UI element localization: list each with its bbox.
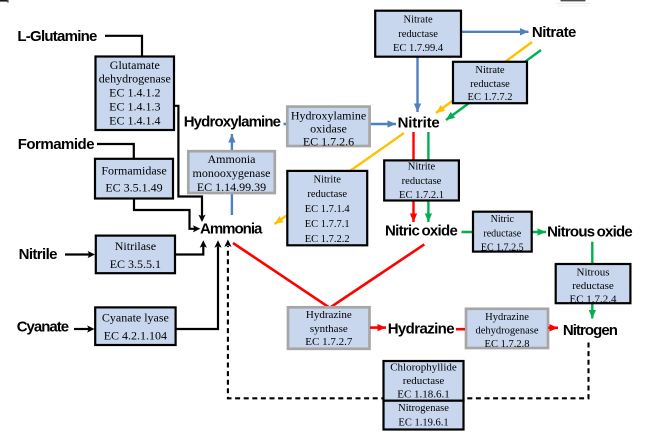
svg-text:dehydrogenase: dehydrogenase xyxy=(99,72,171,86)
svg-text:Cyanate lyase: Cyanate lyase xyxy=(102,311,169,325)
svg-text:EC 3.5.5.1: EC 3.5.5.1 xyxy=(110,257,161,271)
svg-text:Hydroxylamine: Hydroxylamine xyxy=(291,109,366,123)
svg-text:Nitrate: Nitrate xyxy=(475,65,504,76)
svg-text:reductase: reductase xyxy=(470,79,510,90)
svg-text:Hydroxylamine: Hydroxylamine xyxy=(184,114,281,131)
svg-text:Nitrogenase: Nitrogenase xyxy=(398,403,449,414)
svg-text:Nitrous oxide: Nitrous oxide xyxy=(547,224,632,241)
svg-text:oxidase: oxidase xyxy=(310,122,347,136)
svg-text:EC 1.4.1.4: EC 1.4.1.4 xyxy=(109,113,160,127)
svg-text:EC 1.14.99.39: EC 1.14.99.39 xyxy=(197,180,266,194)
svg-text:Formamide: Formamide xyxy=(18,136,95,153)
svg-text:EC 1.7.7.1: EC 1.7.7.1 xyxy=(305,219,350,230)
svg-text:monooxygenase: monooxygenase xyxy=(193,166,271,180)
svg-text:EC 1.7.2.4: EC 1.7.2.4 xyxy=(569,294,617,306)
svg-text:EC 1.7.2.2: EC 1.7.2.2 xyxy=(305,234,350,245)
svg-text:Nitrile: Nitrile xyxy=(19,246,58,263)
svg-text:Nitrite: Nitrite xyxy=(398,115,440,132)
svg-text:EC 1.7.2.8: EC 1.7.2.8 xyxy=(485,339,530,350)
svg-text:Nitrous: Nitrous xyxy=(577,267,610,279)
svg-text:EC 1.7.2.6: EC 1.7.2.6 xyxy=(303,135,354,149)
svg-text:Hydrazine: Hydrazine xyxy=(388,321,455,338)
svg-text:synthase: synthase xyxy=(310,323,348,335)
svg-text:EC 1.7.1.4: EC 1.7.1.4 xyxy=(305,204,351,215)
svg-text:Nitrate: Nitrate xyxy=(404,15,433,26)
svg-text:dehydrogenase: dehydrogenase xyxy=(476,326,539,337)
svg-text:Nitrite: Nitrite xyxy=(313,174,341,185)
svg-text:Nitrate: Nitrate xyxy=(532,24,576,41)
svg-text:reductase: reductase xyxy=(398,29,438,40)
svg-text:L-Glutamine: L-Glutamine xyxy=(17,28,97,45)
svg-text:reductase: reductase xyxy=(572,280,614,292)
svg-text:Formamidase: Formamidase xyxy=(101,164,166,178)
svg-text:EC 1.19.6.1: EC 1.19.6.1 xyxy=(398,418,448,429)
svg-text:reductase: reductase xyxy=(402,176,442,187)
svg-text:reductase: reductase xyxy=(403,375,445,387)
svg-text:EC 3.5.1.49: EC 3.5.1.49 xyxy=(105,181,162,195)
svg-text:Nitrogen: Nitrogen xyxy=(563,322,618,339)
svg-text:Hydrazine: Hydrazine xyxy=(306,309,352,321)
svg-text:reductase: reductase xyxy=(307,189,347,200)
svg-text:EC 1.4.1.2: EC 1.4.1.2 xyxy=(109,86,160,100)
svg-text:EC 1.7.99.4: EC 1.7.99.4 xyxy=(393,43,444,54)
svg-text:EC 1.18.6.1: EC 1.18.6.1 xyxy=(397,389,450,401)
svg-text:Nitric: Nitric xyxy=(491,214,515,225)
svg-text:Ammonia: Ammonia xyxy=(208,152,257,166)
svg-text:EC 1.7.2.7: EC 1.7.2.7 xyxy=(305,336,353,348)
svg-text:EC 4.2.1.104: EC 4.2.1.104 xyxy=(104,329,167,343)
svg-text:Ammonia: Ammonia xyxy=(200,220,263,237)
svg-text:EC 1.7.2.5: EC 1.7.2.5 xyxy=(481,243,524,254)
svg-text:EC 1.4.1.3: EC 1.4.1.3 xyxy=(109,100,160,114)
svg-text:EC 1.7.2.1: EC 1.7.2.1 xyxy=(399,190,444,201)
svg-text:Cyanate: Cyanate xyxy=(17,319,69,336)
svg-text:Nitric oxide: Nitric oxide xyxy=(385,223,457,240)
svg-text:EC 1.7.7.2: EC 1.7.7.2 xyxy=(468,92,513,103)
svg-text:Nitrilase: Nitrilase xyxy=(115,239,156,253)
svg-text:Nitrite: Nitrite xyxy=(408,162,436,173)
svg-text:Hydrazine: Hydrazine xyxy=(485,312,529,323)
svg-text:Chlorophyllide: Chlorophyllide xyxy=(390,361,457,373)
svg-text:Glutamate: Glutamate xyxy=(110,58,160,72)
svg-text:reductase: reductase xyxy=(483,229,521,240)
